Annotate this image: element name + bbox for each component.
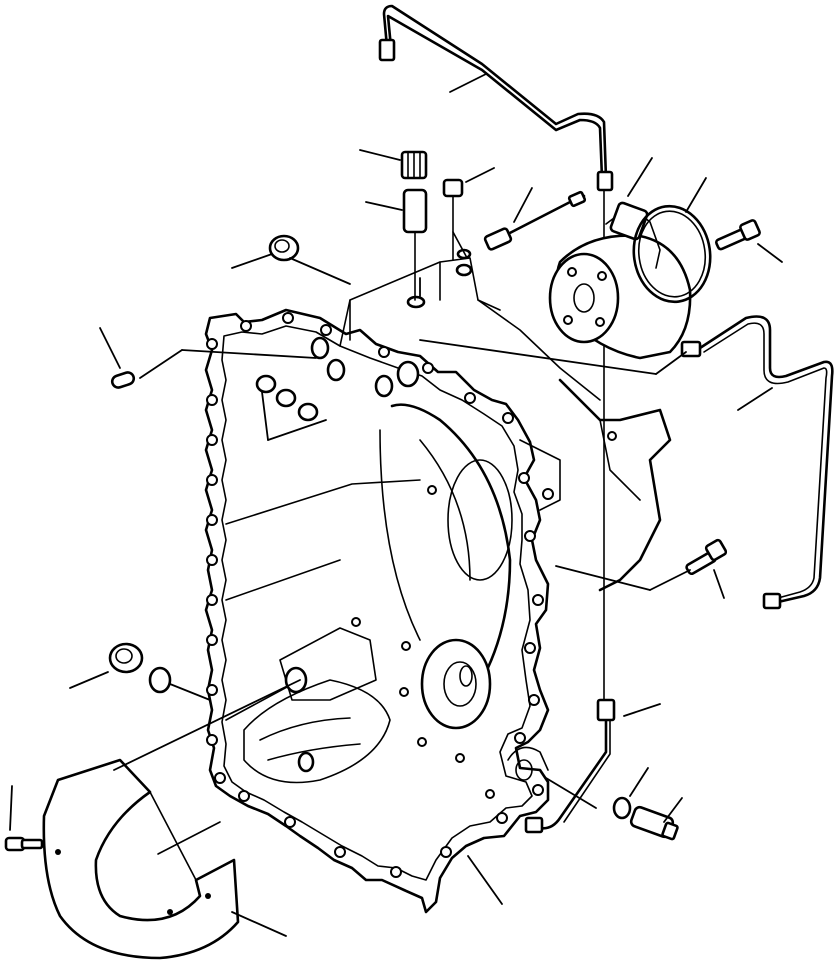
plug-left <box>268 234 300 262</box>
drain-plug <box>108 642 144 674</box>
lower-pipe <box>524 698 616 834</box>
guard-plate <box>42 758 240 960</box>
sleeve <box>402 188 428 301</box>
bolt-lower <box>4 836 44 852</box>
filler-cap <box>400 150 428 180</box>
switch <box>629 805 679 841</box>
plug-small <box>442 178 467 261</box>
lower-right-pipe <box>680 315 834 610</box>
o-ring-set <box>255 374 319 422</box>
pump-assembly <box>548 201 692 360</box>
upper-pipe <box>378 4 614 192</box>
housing <box>204 248 672 914</box>
bolt-upper <box>715 219 761 251</box>
o-ring-drain <box>148 666 172 694</box>
leader-lines <box>9 73 783 937</box>
seal-ring <box>632 204 712 304</box>
pressure-sensor <box>483 190 587 251</box>
bolt-middle <box>685 538 728 576</box>
washer <box>612 796 632 820</box>
dowel-pin <box>110 371 136 389</box>
